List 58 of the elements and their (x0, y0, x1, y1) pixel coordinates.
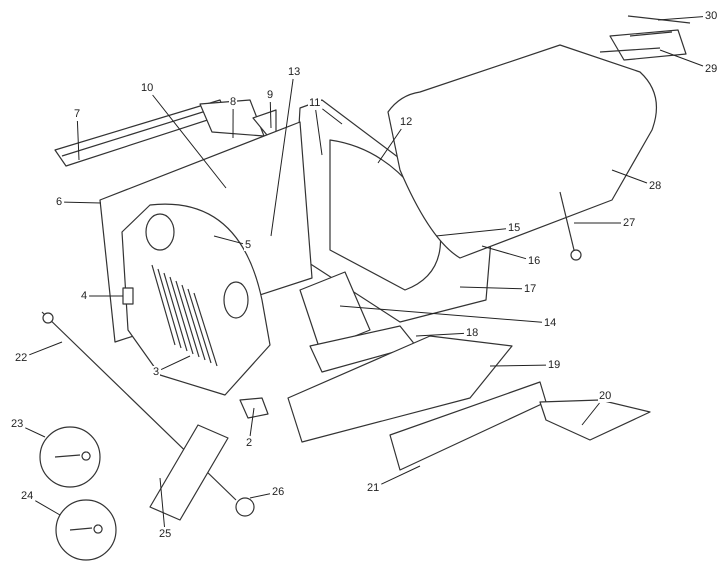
callout-number: 25 (158, 528, 172, 540)
leader-line (160, 356, 190, 370)
callout-number: 3 (152, 366, 160, 378)
callout-number: 28 (648, 180, 662, 192)
leader-line (582, 402, 600, 426)
leader-line (160, 478, 165, 528)
leader-line (250, 493, 270, 498)
callout-number: 14 (543, 317, 558, 329)
callout-number: 23 (10, 418, 24, 430)
leader-line (378, 128, 402, 164)
callout-number: 29 (704, 63, 718, 75)
callout-number: 24 (20, 490, 34, 502)
leader-line (24, 427, 46, 438)
leader-line (270, 78, 294, 236)
leader-line (28, 342, 62, 356)
callout-number: 30 (704, 10, 718, 22)
callout-number: 27 (622, 217, 636, 229)
leader-line (658, 16, 704, 20)
callout-number: 4 (80, 290, 88, 302)
callout-number: 9 (266, 89, 274, 101)
callout-number: 2 (245, 437, 254, 449)
callout-number: 19 (547, 359, 562, 371)
leader-line (34, 500, 60, 516)
leader-line (315, 110, 322, 156)
leader-line (152, 94, 226, 188)
callout-number: 7 (73, 108, 82, 120)
leader-line (214, 236, 244, 244)
callout-number: 17 (523, 283, 538, 295)
leader-line (482, 246, 526, 260)
leader-line (380, 466, 420, 485)
callout-number: 16 (527, 255, 542, 267)
callout-number: 5 (244, 239, 252, 251)
leader-line (340, 306, 542, 323)
leader-line (490, 364, 546, 366)
callout-number: 13 (287, 66, 302, 78)
leader-line (322, 108, 342, 124)
callout-number: 26 (271, 486, 286, 498)
leader-line (250, 408, 254, 436)
leader-line (270, 102, 272, 128)
callout-number: 15 (507, 222, 522, 234)
leader-line (660, 50, 704, 66)
callout-number: 12 (399, 116, 414, 128)
leader-line (76, 120, 80, 160)
leader-line (416, 332, 464, 336)
callout-number: 20 (598, 390, 612, 402)
callout-number: 22 (14, 352, 28, 364)
callout-number: 21 (366, 482, 380, 494)
callout-number: 10 (140, 82, 154, 94)
leader-line (574, 222, 622, 224)
callout-number: 8 (229, 96, 238, 108)
leader-line (460, 286, 522, 290)
leader-line (64, 202, 102, 204)
callout-number: 18 (465, 327, 480, 339)
leader-line (436, 228, 506, 236)
leader-line (232, 108, 234, 138)
callout-number: 11 (308, 97, 322, 109)
leader-line (612, 170, 648, 184)
callout-number: 6 (55, 196, 64, 208)
